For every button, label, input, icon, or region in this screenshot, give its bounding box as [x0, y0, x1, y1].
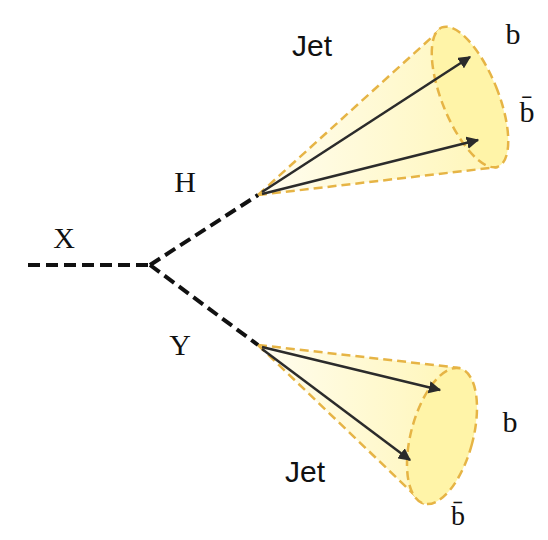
quark-arrow [262, 349, 410, 460]
boson-line [28, 263, 150, 267]
particle-label: b̄ [520, 97, 535, 127]
particle-label: X [53, 223, 75, 253]
particle-label: b [506, 19, 521, 49]
particle-label: b̄ [451, 502, 465, 530]
jet-cone-rim [416, 17, 524, 177]
quark-arrow [262, 57, 470, 192]
jet-label: Jet [285, 457, 325, 487]
particle-label: Y [169, 330, 191, 360]
boson-line [150, 195, 258, 265]
particle-label: b [503, 407, 518, 437]
quark-arrow [262, 140, 478, 194]
boson-line [150, 265, 258, 345]
cone-edge [258, 345, 460, 368]
cone-edge [258, 28, 442, 195]
particle-label: H [174, 167, 196, 197]
cone-edge [258, 345, 424, 504]
jet-label: Jet [292, 31, 332, 61]
